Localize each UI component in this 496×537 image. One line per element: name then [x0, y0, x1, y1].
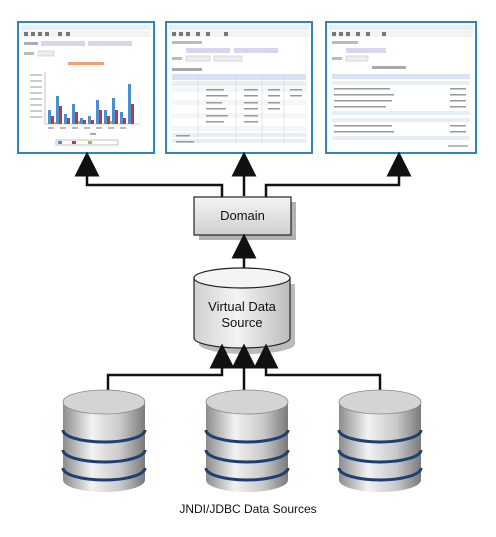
virtual-data-source-label: Virtual Data Source: [194, 299, 290, 331]
sources-to-vds-arrows: [106, 343, 382, 392]
mini-list-table: [332, 74, 470, 147]
diagram-caption: JNDI/JDBC Data Sources: [179, 502, 317, 516]
domain-to-reports-arrows: [74, 151, 412, 200]
domain-label: Domain: [220, 208, 265, 223]
jdbc-database-2: [204, 389, 290, 492]
virtual-data-source-line2: Source: [221, 315, 263, 330]
virtual-data-source-line1: Virtual Data: [208, 299, 276, 314]
list-report-screenshot: [325, 21, 477, 154]
chart-report-screenshot: [17, 21, 155, 154]
jdbc-database-3: [337, 389, 423, 492]
mini-pivot-table: [172, 74, 306, 143]
virtual-data-source-cylinder: [193, 267, 295, 354]
mini-bar-chart: [30, 72, 140, 146]
domain-box: [193, 196, 296, 240]
pivot-report-screenshot: [165, 21, 313, 154]
jdbc-database-1: [61, 389, 147, 492]
